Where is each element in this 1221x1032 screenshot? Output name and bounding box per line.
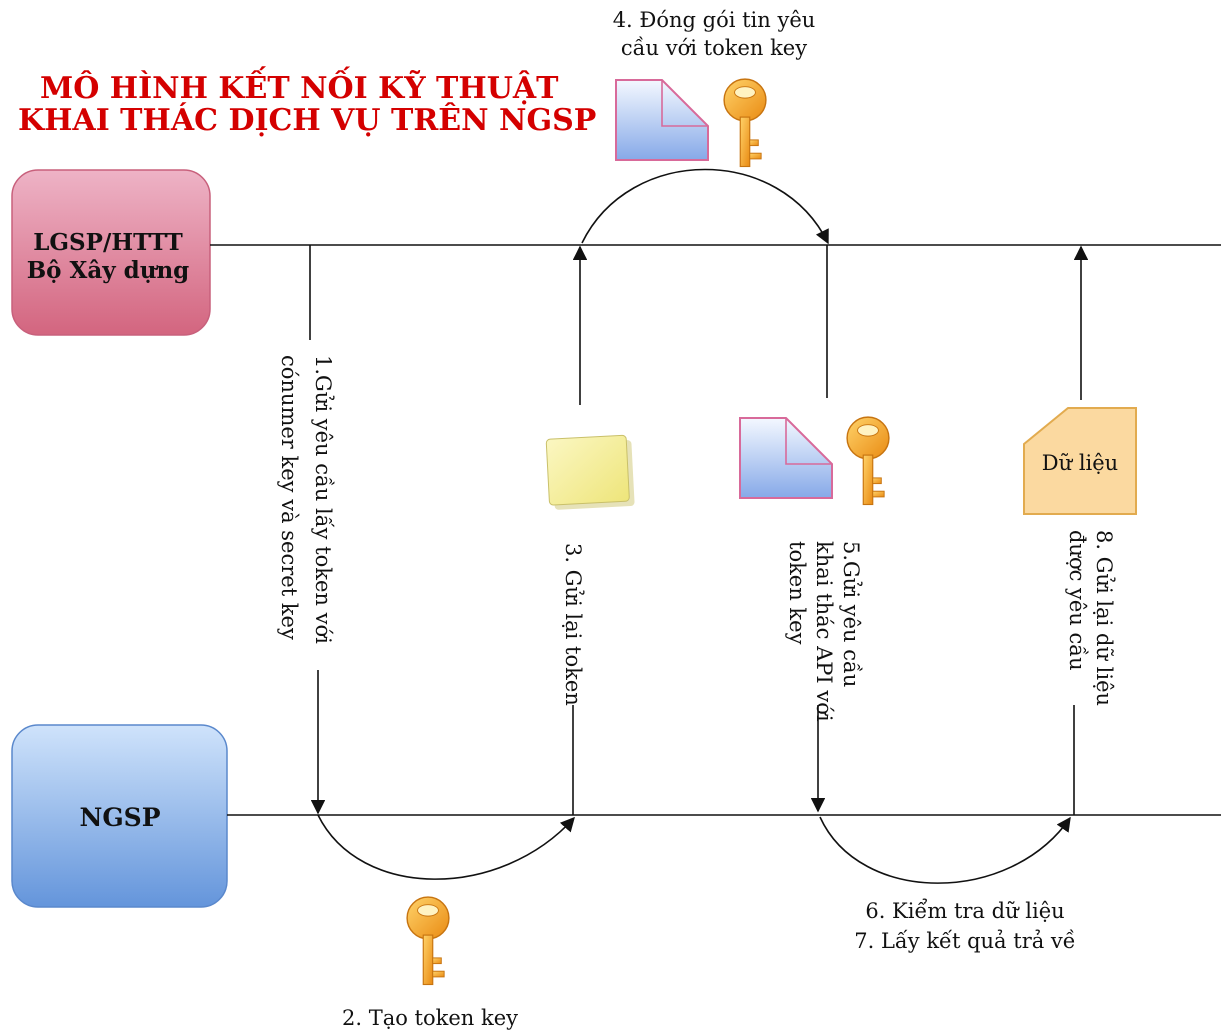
step-4-curve bbox=[581, 168, 829, 245]
step-2-curve bbox=[317, 814, 575, 880]
actor-lgsp-box bbox=[11, 169, 211, 336]
document-icon bbox=[615, 79, 709, 161]
step-1-label-line-2: cónumer key và secret key bbox=[277, 355, 301, 640]
actor-ngsp-label: NGSP bbox=[79, 803, 160, 832]
step-8-label-line-1: 8. Gửi lại dữ liệu bbox=[1092, 530, 1116, 706]
diagram-title-line-2: KHAI THÁC DỊCH VỤ TRÊN NGSP bbox=[18, 102, 596, 138]
step-5-label-line-3: token key bbox=[785, 541, 809, 645]
step-7-label: 7. Lấy kết quả trả về bbox=[854, 929, 1075, 953]
step-3-label-text: 3. Gửi lại token bbox=[561, 543, 585, 706]
step-1-label-line-1: 1.Gửi yêu cầu lấy token với bbox=[311, 355, 335, 644]
actor-lgsp-line-1: LGSP/HTTT bbox=[33, 229, 183, 256]
step-6-label: 6. Kiểm tra dữ liệu bbox=[865, 899, 1064, 923]
step-5-label-line-2: khai thác API với bbox=[812, 541, 836, 722]
step-4-label-line-1: 4. Đóng gói tin yêu bbox=[613, 8, 816, 32]
step-8-label: 8. Gửi lại dữ liệu được yêu cầu bbox=[1065, 530, 1116, 706]
step-5-label-line-1: 5.Gửi yêu cầu bbox=[839, 541, 863, 687]
data-document-label: Dữ liệu bbox=[1042, 451, 1118, 475]
data-document-icon: Dữ liệu bbox=[1023, 407, 1137, 515]
step-8-label-line-2: được yêu cầu bbox=[1065, 530, 1089, 671]
key-icon bbox=[846, 416, 890, 506]
actor-lgsp-line-2: Bộ Xây dựng bbox=[27, 257, 190, 284]
step-1-label: 1.Gửi yêu cầu lấy token với cónumer key … bbox=[277, 355, 335, 644]
key-icon bbox=[406, 896, 450, 986]
step-6-7-curve bbox=[819, 816, 1071, 884]
sticky-note-icon bbox=[545, 434, 635, 510]
step-3-label: 3. Gửi lại token bbox=[561, 543, 585, 706]
key-icon bbox=[723, 78, 767, 168]
step-4-label-line-2: cầu với token key bbox=[621, 36, 807, 60]
step-5-label: 5.Gửi yêu cầu khai thác API với token ke… bbox=[785, 541, 863, 722]
step-2-label: 2. Tạo token key bbox=[342, 1006, 518, 1030]
document-icon bbox=[739, 417, 833, 499]
diagram-title-line-1: MÔ HÌNH KẾT NỐI KỸ THUẬT bbox=[40, 66, 559, 106]
actor-ngsp-box bbox=[11, 724, 228, 908]
